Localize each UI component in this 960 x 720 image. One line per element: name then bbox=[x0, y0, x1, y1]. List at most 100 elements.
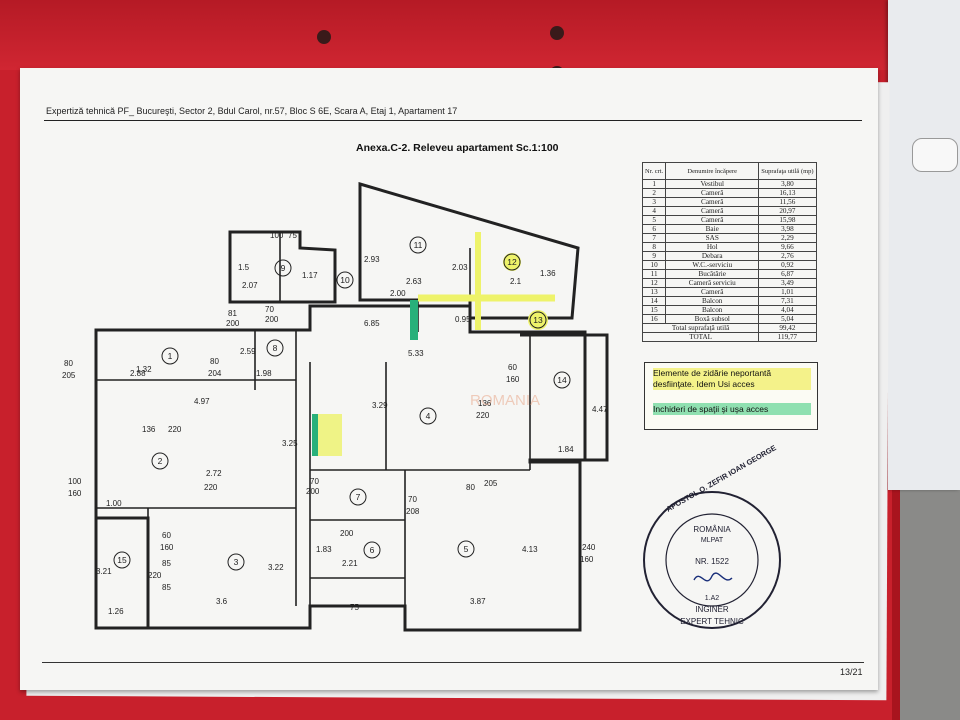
dimension: 1.84 bbox=[558, 445, 574, 454]
dimension: 1.00 bbox=[106, 499, 122, 508]
dimension: 220 bbox=[168, 425, 182, 434]
room-label: 12 bbox=[507, 257, 517, 267]
highlight-marks bbox=[312, 232, 555, 456]
header-rule bbox=[44, 120, 862, 121]
dimension: 200 bbox=[265, 315, 279, 324]
dimension: 205 bbox=[62, 371, 76, 380]
dimension: 0.95 bbox=[455, 315, 471, 324]
dimension: 200 bbox=[340, 529, 354, 538]
dimension: 85 bbox=[162, 559, 171, 568]
note-demolished-walls: Elemente de zidărie neportantă desfiinţa… bbox=[653, 368, 811, 390]
dimension: 81 bbox=[228, 309, 237, 318]
dimension: 5.33 bbox=[408, 349, 424, 358]
ring-hole bbox=[550, 26, 564, 40]
dimension: 2.03 bbox=[452, 263, 468, 272]
dimension: 160 bbox=[580, 555, 594, 564]
dimension: 100 bbox=[270, 231, 284, 240]
dimension-labels: 100 75 1.5 2.07 1.17 2.93 2.63 2.03 1.36… bbox=[62, 231, 608, 616]
dimension: 1.32 bbox=[136, 365, 152, 374]
dimension: 200 bbox=[226, 319, 240, 328]
stamp-code: 1.A2 bbox=[705, 595, 720, 602]
room-label: 9 bbox=[281, 263, 286, 273]
dimension: 2.00 bbox=[390, 289, 406, 298]
dimension: 70 bbox=[265, 305, 274, 314]
footer-rule bbox=[42, 662, 864, 663]
dimension: 4.47 bbox=[592, 405, 608, 414]
dimension: 2.21 bbox=[342, 559, 358, 568]
dimension: 208 bbox=[406, 507, 420, 516]
stamp-role: EXPERT TEHNIC bbox=[680, 617, 744, 626]
stamp-number: NR. 1522 bbox=[695, 557, 729, 566]
dimension: 3.25 bbox=[282, 439, 298, 448]
dimension: 160 bbox=[506, 375, 520, 384]
dimension: 2.88 bbox=[130, 369, 146, 378]
dimension: 70 bbox=[310, 477, 319, 486]
binder-tab bbox=[912, 138, 958, 172]
note-closures: Inchideri de spaţii şi uşa acces bbox=[653, 403, 811, 415]
stamp-title: INGINER bbox=[695, 605, 729, 614]
room-label: 4 bbox=[426, 411, 431, 421]
dimension: 1.5 bbox=[238, 263, 250, 272]
dimension: 4.97 bbox=[194, 397, 210, 406]
dimension: 2.59 bbox=[240, 347, 256, 356]
dimension: 240 bbox=[582, 543, 596, 552]
room-label: 7 bbox=[356, 492, 361, 502]
dimension: 85 bbox=[162, 583, 171, 592]
legend-total-value: 119,77 bbox=[758, 332, 817, 342]
dimension: 4.13 bbox=[522, 545, 538, 554]
plan-title: Anexa.C-2. Releveu apartament Sc.1:100 bbox=[356, 142, 559, 154]
dimension: 220 bbox=[204, 483, 218, 492]
dimension: 2.1 bbox=[510, 277, 522, 286]
dimension: 100 bbox=[68, 477, 82, 486]
dimension: 160 bbox=[68, 489, 82, 498]
folder-top-flap bbox=[0, 0, 900, 70]
stamp-country: ROMÂNIA bbox=[693, 525, 731, 534]
dimension: 220 bbox=[148, 571, 162, 580]
dimension: 75 bbox=[350, 603, 359, 612]
dimension: 3.22 bbox=[268, 563, 284, 572]
dimension: 1.17 bbox=[302, 271, 318, 280]
dimension: 136 bbox=[478, 399, 492, 408]
dimension: 80 bbox=[64, 359, 73, 368]
room-label: 15 bbox=[117, 555, 127, 565]
dimension: 2.07 bbox=[242, 281, 258, 290]
room-label: 11 bbox=[414, 240, 423, 250]
dimension: 1.98 bbox=[256, 369, 272, 378]
dimension: 2.72 bbox=[206, 469, 222, 478]
room-label: 1 bbox=[168, 351, 173, 361]
dimension: 75 bbox=[288, 231, 297, 240]
dimension: 2.63 bbox=[406, 277, 422, 286]
dimension: 160 bbox=[160, 543, 174, 552]
engineer-stamp: APOSTOL O. ZEFIR IOAN GEORGE ROMÂNIA MLP… bbox=[643, 443, 781, 629]
room-label: 5 bbox=[464, 544, 469, 554]
document-header: Expertiză tehnică PF_ Bucureşti, Sector … bbox=[46, 106, 458, 116]
room-label: 13 bbox=[533, 315, 543, 325]
dimension: 1.26 bbox=[108, 607, 124, 616]
dimension: 70 bbox=[408, 495, 417, 504]
dimension: 80 bbox=[210, 357, 219, 366]
dimension: 2.93 bbox=[364, 255, 380, 264]
dimension: 3.29 bbox=[372, 401, 388, 410]
dimension: 3.87 bbox=[470, 597, 486, 606]
dimension: 136 bbox=[142, 425, 156, 434]
dimension: 205 bbox=[484, 479, 498, 488]
dimension: 204 bbox=[208, 369, 222, 378]
legend-notes-box: Elemente de zidărie neportantă desfiinţa… bbox=[644, 362, 818, 430]
dimension: 80 bbox=[466, 483, 475, 492]
room-labels: 1 2 3 4 5 6 7 8 9 10 11 12 13 14 15 bbox=[113, 236, 571, 571]
ring-hole bbox=[317, 30, 331, 44]
dimension: 60 bbox=[162, 531, 171, 540]
room-label: 6 bbox=[370, 545, 375, 555]
room-label: 3 bbox=[234, 557, 239, 567]
room-label: 2 bbox=[158, 456, 163, 466]
stamp-name: APOSTOL O. ZEFIR IOAN GEORGE bbox=[665, 443, 778, 514]
dimension: 1.83 bbox=[316, 545, 332, 554]
room-label: 10 bbox=[340, 275, 350, 285]
dimension: 1.36 bbox=[540, 269, 556, 278]
room-label: 14 bbox=[557, 375, 567, 385]
dimension: 3.21 bbox=[96, 567, 112, 576]
watermark: ROMANIA bbox=[470, 392, 540, 409]
